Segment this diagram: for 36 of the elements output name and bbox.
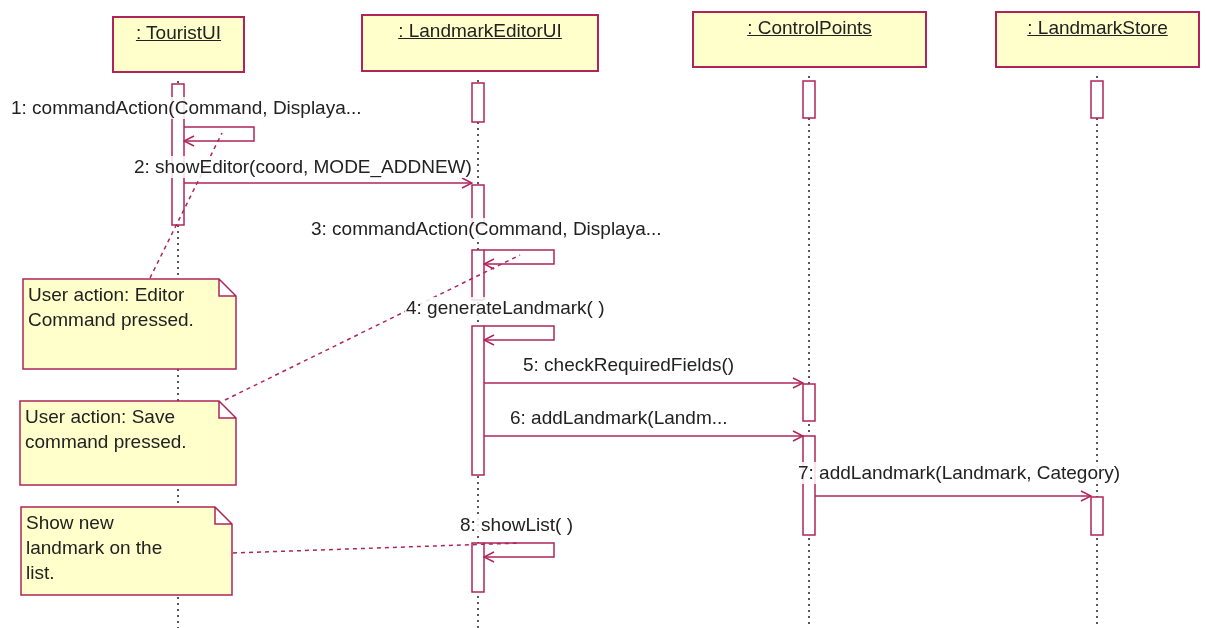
- activation-bar: [802, 80, 816, 119]
- object-box: [692, 11, 927, 68]
- note-text: Show new landmark on the list.: [26, 511, 164, 585]
- activation-bar: [471, 542, 485, 593]
- activation-bar: [1090, 80, 1104, 119]
- activation-bar: [1090, 496, 1104, 536]
- message-arrow: [183, 177, 473, 189]
- object-name: : LandmarkStore: [1027, 17, 1168, 39]
- activation-bar: [471, 82, 485, 123]
- object-box: [112, 16, 245, 73]
- object-box: [995, 11, 1200, 68]
- leader-line: [224, 254, 521, 401]
- activation-bar: [802, 383, 816, 422]
- note-box: [22, 278, 237, 370]
- self-message-arrow: [183, 126, 255, 147]
- note-box: [20, 506, 233, 596]
- message-label: 3: commandAction(Command, Displaya...: [310, 218, 663, 240]
- message-arrow: [483, 430, 804, 442]
- note-box: [19, 400, 237, 486]
- activation-bar: [471, 325, 485, 476]
- message-arrow: [483, 377, 804, 389]
- message-label: 4: generateLandmark( ): [405, 297, 606, 319]
- object-box: [361, 14, 599, 72]
- self-message-arrow: [483, 325, 555, 346]
- object-name: : ControlPoints: [747, 17, 872, 39]
- note-text: User action: Editor Command pressed.: [28, 283, 195, 332]
- message-arrow: [814, 490, 1092, 502]
- self-message-arrow: [483, 249, 555, 270]
- self-message-arrow: [483, 542, 555, 563]
- message-label: 7: addLandmark(Landmark, Category): [797, 462, 1122, 484]
- object-name: : LandmarkEditorUI: [398, 20, 562, 42]
- object-name: : TouristUI: [135, 22, 222, 44]
- note-text: User action: Save command pressed.: [25, 405, 188, 454]
- message-label: 1: commandAction(Command, Displaya...: [10, 97, 363, 119]
- leader-line: [149, 132, 223, 279]
- message-label: 2: showEditor(coord, MODE_ADDNEW): [133, 156, 473, 178]
